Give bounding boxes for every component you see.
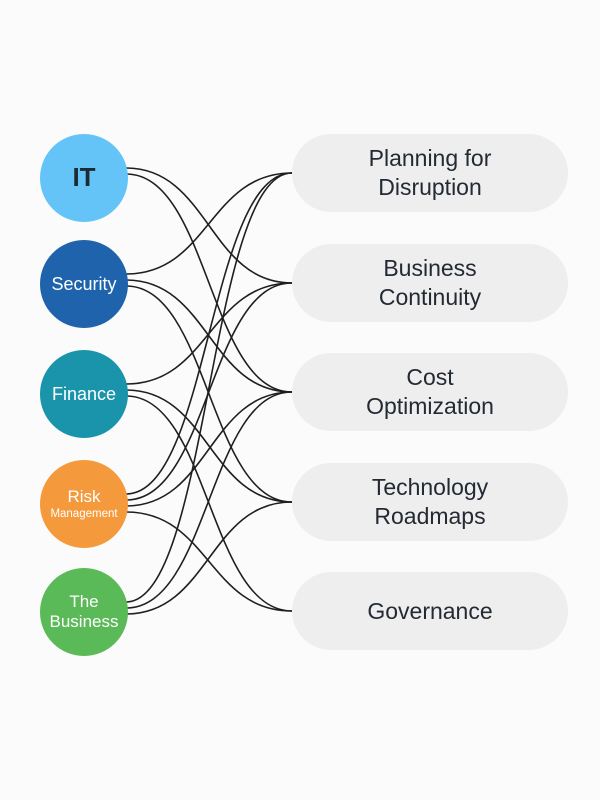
topic-business-continuity: Business Continuity [292,244,568,322]
connector-risk-to-planning [125,172,293,495]
topic-cost-optimization: Cost Optimization [292,353,568,431]
department-risk-label: Risk [67,486,101,506]
topic-technology-line1: Technology [371,474,489,500]
department-it: IT [40,134,128,222]
department-business-sublabel: Business [49,612,119,631]
department-security-label: Security [51,273,117,294]
connector-finance-to-governance [125,395,293,612]
topic-technology-roadmaps: Technology Roadmaps [292,463,568,541]
department-the-business: The Business [40,568,128,656]
topic-planning-line2: Disruption [378,174,482,200]
department-finance-label: Finance [51,383,117,404]
connector-risk-to-cost [125,391,293,507]
connector-security-to-technology [125,285,293,503]
department-security: Security [40,240,128,328]
topic-cost-line1: Cost [406,364,454,390]
topic-governance-line1: Governance [367,597,493,624]
topic-planning-for-disruption: Planning for Disruption [292,134,568,212]
connector-finance-to-technology [125,389,293,503]
topic-planning-line1: Planning for [368,145,492,171]
topic-technology-line2: Roadmaps [374,503,486,529]
department-risk-management: Risk Management [40,460,128,548]
department-risk-sublabel: Management [50,508,118,521]
department-finance: Finance [40,350,128,438]
connector-business-to-technology [125,501,293,615]
topic-continuity-line2: Continuity [378,284,482,310]
connector-security-to-planning [125,172,293,275]
connector-business-to-planning [125,172,293,603]
connector-it-to-continuity [125,167,293,284]
topic-continuity-line1: Business [383,255,477,281]
connector-risk-to-governance [125,511,293,612]
department-business-label: The [69,592,99,612]
connector-business-to-cost [125,391,293,609]
topic-cost-line2: Optimization [366,393,494,419]
department-it-label: IT [72,162,96,193]
connector-it-to-cost [125,173,293,393]
topic-governance: Governance [292,572,568,650]
